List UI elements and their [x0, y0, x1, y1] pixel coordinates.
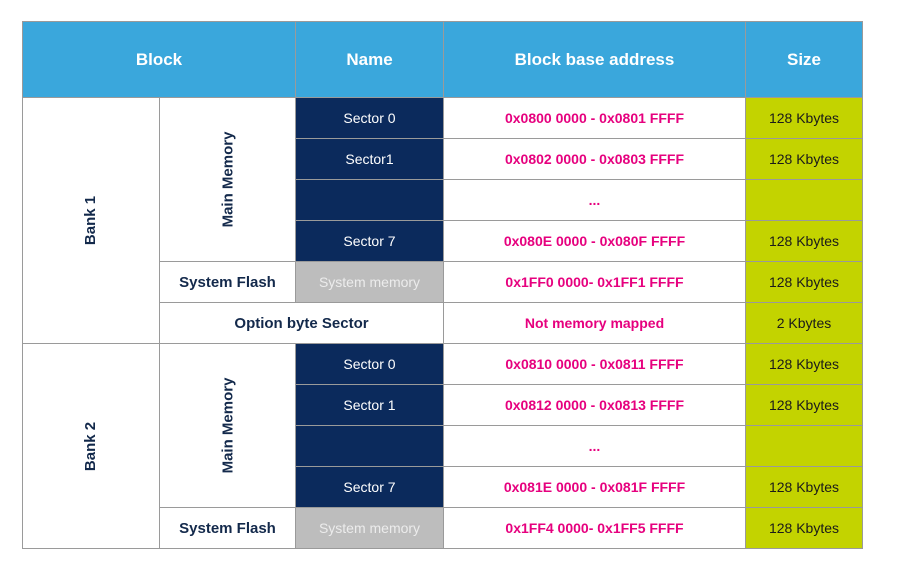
sector-name: Sector 0 — [295, 97, 444, 139]
sector-name: Sector1 — [295, 138, 444, 180]
table-row: Bank 2 Main Memory Sector 0 0x0810 0000 … — [22, 343, 863, 549]
table-row: Sector 7 0x080E 0000 - 0x080F FFFF 128 K… — [23, 220, 863, 262]
table-row: Sector 7 0x081E 0000 - 0x081F FFFF 128 K… — [23, 466, 863, 508]
system-flash-label: System Flash — [159, 507, 296, 549]
header-block: Block — [22, 21, 296, 98]
header-base-address: Block base address — [443, 21, 746, 98]
option-byte-address: Not memory mapped — [443, 302, 746, 344]
sector-size: 128 Kbytes — [745, 220, 863, 262]
table-row: ... — [23, 179, 863, 221]
sector-name: Sector 7 — [295, 220, 444, 262]
sector-size: 128 Kbytes — [745, 138, 863, 180]
sector-address: 0x0802 0000 - 0x0803 FFFF — [443, 138, 746, 180]
sector-size: 128 Kbytes — [745, 97, 863, 139]
sector-name — [295, 179, 444, 221]
system-memory-address: 0x1FF0 0000- 0x1FF1 FFFF — [443, 261, 746, 303]
sector-size: 128 Kbytes — [745, 343, 863, 385]
sector-size: 128 Kbytes — [745, 384, 863, 426]
sector-name: Sector 1 — [295, 384, 444, 426]
table-row: Bank 1 Main Memory Sector 0 0x0800 0000 … — [22, 97, 863, 344]
bank-1-cell: Bank 1 — [22, 97, 160, 344]
system-memory-name: System memory — [295, 261, 444, 303]
bank-2-cell: Bank 2 — [22, 343, 160, 549]
sector-address: 0x0810 0000 - 0x0811 FFFF — [443, 343, 746, 385]
table-row: System Flash System memory 0x1FF0 0000- … — [23, 261, 863, 303]
system-memory-size: 128 Kbytes — [745, 261, 863, 303]
sector-address-ellipsis: ... — [443, 179, 746, 221]
system-memory-size: 128 Kbytes — [745, 507, 863, 549]
system-memory-address: 0x1FF4 0000- 0x1FF5 FFFF — [443, 507, 746, 549]
sector-address: 0x081E 0000 - 0x081F FFFF — [443, 466, 746, 508]
header-row: Block Name Block base address Size — [22, 21, 863, 98]
sector-name: Sector 0 — [295, 343, 444, 385]
sector-address: 0x0800 0000 - 0x0801 FFFF — [443, 97, 746, 139]
table-row: Sector1 0x0802 0000 - 0x0803 FFFF 128 Kb… — [23, 138, 863, 180]
main-memory-label: Main Memory — [218, 131, 236, 228]
sector-name — [295, 425, 444, 467]
sector-size — [745, 179, 863, 221]
table-row: Option byte Sector Not memory mapped 2 K… — [23, 302, 863, 344]
bank-1-main-memory-cell: Main Memory — [159, 97, 296, 262]
main-memory-label: Main Memory — [218, 377, 236, 474]
header-name: Name — [295, 21, 444, 98]
bank-2-label: Bank 2 — [82, 421, 100, 471]
sector-size — [745, 425, 863, 467]
table-row: Sector 1 0x0812 0000 - 0x0813 FFFF 128 K… — [23, 384, 863, 426]
bank-1-label: Bank 1 — [82, 195, 100, 246]
bank-2-main-memory-cell: Main Memory — [159, 343, 296, 508]
table-row: System Flash System memory 0x1FF4 0000- … — [23, 507, 863, 549]
header-size: Size — [745, 21, 863, 98]
sector-address: 0x0812 0000 - 0x0813 FFFF — [443, 384, 746, 426]
sector-address-ellipsis: ... — [443, 425, 746, 467]
system-flash-label: System Flash — [159, 261, 296, 303]
system-memory-name: System memory — [295, 507, 444, 549]
memory-map-table: Block Name Block base address Size Bank … — [22, 21, 863, 549]
sector-size: 128 Kbytes — [745, 466, 863, 508]
sector-address: 0x080E 0000 - 0x080F FFFF — [443, 220, 746, 262]
option-byte-size: 2 Kbytes — [745, 302, 863, 344]
sector-name: Sector 7 — [295, 466, 444, 508]
option-byte-sector-label: Option byte Sector — [159, 302, 444, 344]
